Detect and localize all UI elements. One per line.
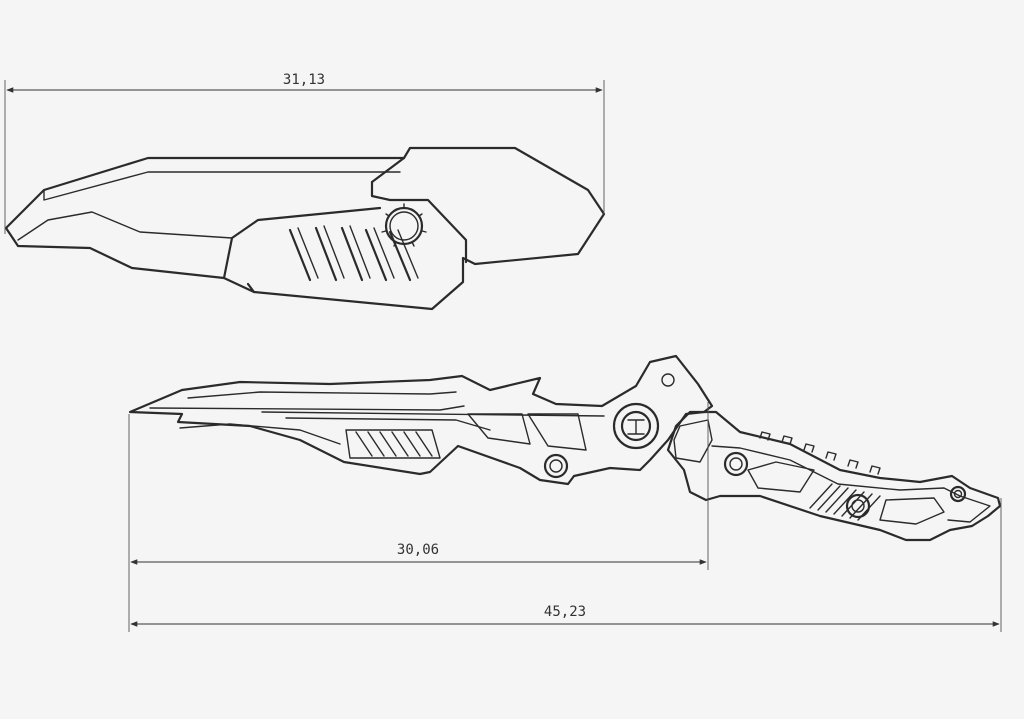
blade-serrations	[345, 429, 441, 459]
sheath-top-band	[43, 171, 401, 201]
handle-inner-edge	[711, 445, 991, 523]
pivot-screw-icon	[612, 402, 660, 450]
blade-vents	[467, 413, 587, 451]
dimension-label-sheath: 31,13	[283, 72, 325, 88]
handle-cutout-mid	[747, 461, 815, 493]
dimension-label-overall: 45,23	[544, 604, 586, 620]
blade-fuller	[149, 391, 605, 445]
handle-cutout-front	[673, 419, 713, 463]
handle-jimping	[759, 431, 881, 475]
sheath-slots	[288, 225, 419, 282]
dimension-label-blade: 30,06	[397, 542, 439, 558]
dimension-overall: 45,23	[130, 498, 1002, 632]
sheath-upper-ridge	[17, 211, 233, 241]
sheath-housing-cap	[370, 156, 468, 264]
handle-cutout-rear	[879, 497, 945, 525]
handle-screw-front-icon	[723, 451, 749, 477]
dimension-blade: 30,06	[128, 402, 709, 632]
sheath-gear-icon	[381, 203, 427, 247]
lanyard-hole-icon	[949, 485, 967, 503]
knife-drawing	[128, 354, 1002, 542]
handle-screw-rear-icon	[845, 493, 871, 519]
sheath-drawing	[4, 146, 606, 311]
handle-outline	[666, 410, 1002, 542]
blade-outline	[128, 354, 714, 486]
handle-grip-grooves	[809, 483, 881, 521]
sheath-clip-plate	[222, 206, 382, 294]
dimension-sheath: 31,13	[4, 72, 605, 234]
blade-hole-icon	[661, 373, 675, 387]
blade-stop-pin-icon	[543, 453, 569, 479]
